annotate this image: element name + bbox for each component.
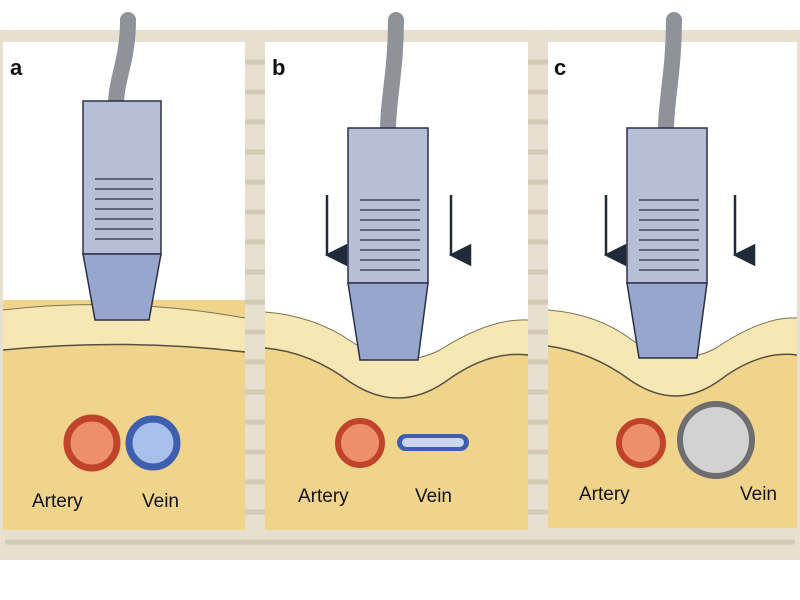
panel-c: c Artery — [547, 12, 798, 528]
ultrasound-probe-icon — [347, 12, 429, 361]
ultrasound-probe-icon — [82, 12, 162, 321]
vein-label: Vein — [142, 491, 179, 512]
artery-icon — [616, 418, 666, 468]
ultrasound-probe-icon — [626, 12, 708, 359]
artery-label: Artery — [32, 491, 83, 512]
artery-label: Artery — [579, 484, 630, 505]
vein-label: Vein — [740, 484, 777, 505]
dilated-vein-icon — [677, 401, 755, 479]
artery-icon — [63, 414, 121, 472]
panel-letter: c — [554, 55, 566, 80]
panel-letter: a — [10, 55, 23, 80]
panel-b: b — [264, 12, 529, 530]
artery-label: Artery — [298, 486, 349, 507]
panel-a: a Artery Vein — [3, 12, 245, 530]
artery-icon — [335, 418, 385, 468]
panel-letter: b — [272, 55, 285, 80]
vein-label: Vein — [415, 486, 452, 507]
compressed-vein-icon — [397, 434, 469, 451]
vein-icon — [125, 415, 181, 471]
